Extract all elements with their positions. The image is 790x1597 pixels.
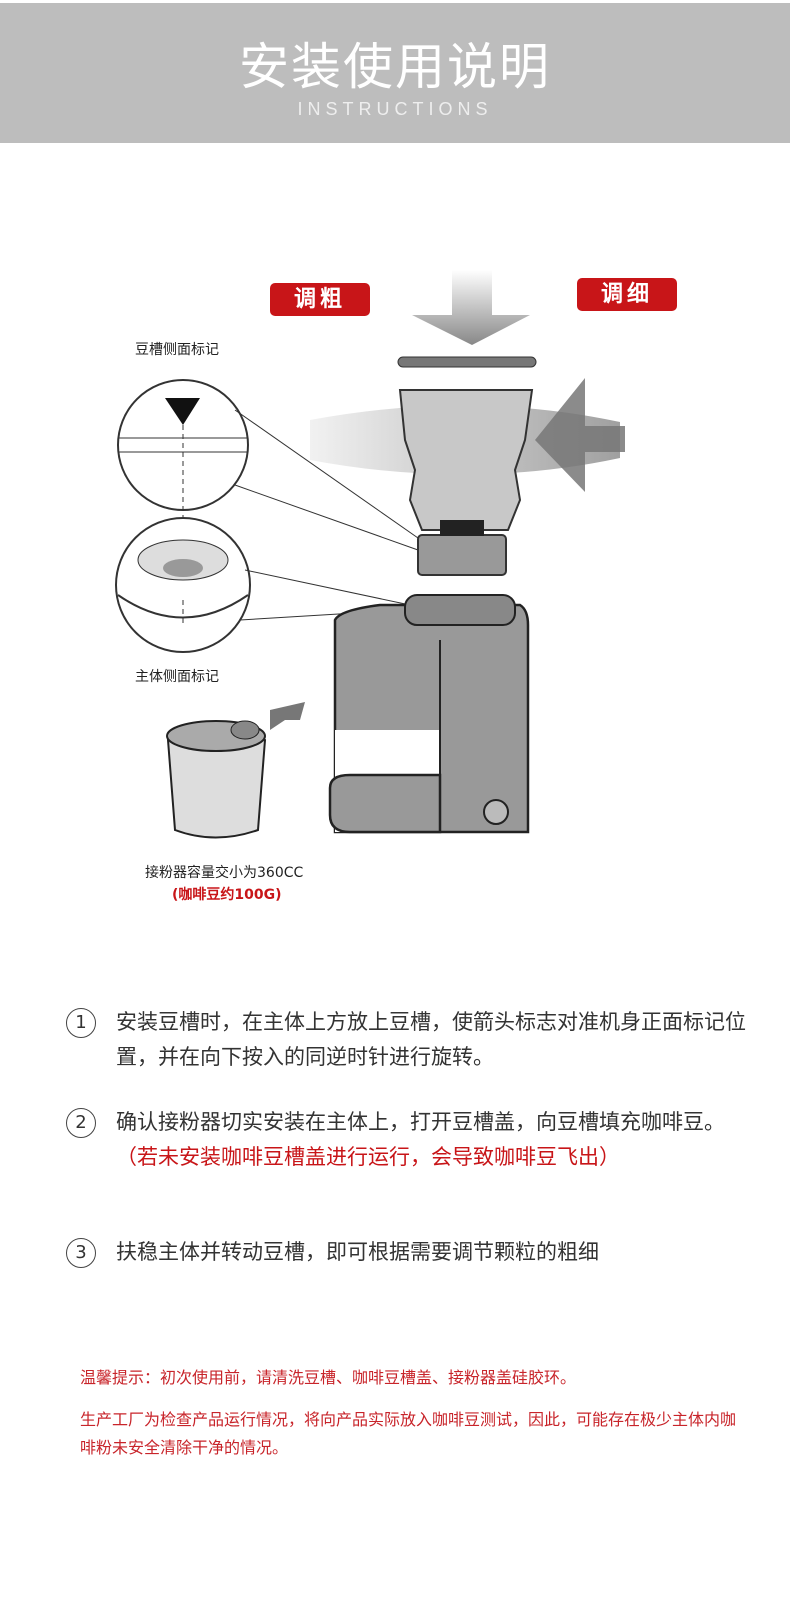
page-subtitle: INSTRUCTIONS <box>297 99 493 119</box>
coarse-adjust-badge: 调粗 <box>270 283 370 316</box>
step-number: 3 <box>66 1238 96 1268</box>
tip-cleaning: 温馨提示：初次使用前，请清洗豆槽、咖啡豆槽盖、接粉器盖硅胶环。 <box>80 1368 577 1387</box>
tip-factory-test: 生产工厂为检查产品运行情况，将向产品实际放入咖啡豆测试，因此，可能存在极少主体内… <box>80 1410 737 1457</box>
step-1: 1 安装豆槽时，在主体上方放上豆槽，使箭头标志对准机身正面标记位置，并在向下按入… <box>66 1005 756 1075</box>
triangle-mark-icon <box>165 398 200 425</box>
hopper-mark-label: 豆槽侧面标记 <box>135 342 219 358</box>
step-2: 2 确认接粉器切实安装在主体上，打开豆槽盖，向豆槽填充咖啡豆。 （若未安装咖啡豆槽… <box>66 1105 756 1175</box>
insert-arrow-icon <box>270 702 305 730</box>
step-text: 扶稳主体并转动豆槽，即可根据需要调节颗粒的粗细 <box>116 1240 599 1264</box>
body-mark-label: 主体侧面标记 <box>135 669 219 685</box>
body-mark-detail <box>115 517 251 653</box>
step-number: 1 <box>66 1008 96 1038</box>
hopper-lid <box>397 356 537 368</box>
grinder-assembly-illustration <box>115 270 625 839</box>
header-banner: 安装使用说明 INSTRUCTIONS <box>0 3 790 143</box>
down-arrow-icon <box>412 270 530 345</box>
page-title: 安装使用说明 <box>239 38 551 96</box>
step-warning: （若未安装咖啡豆槽盖进行运行，会导致咖啡豆飞出） <box>116 1145 620 1169</box>
power-button-icon <box>483 799 509 825</box>
step-number: 2 <box>66 1108 96 1138</box>
hopper <box>398 389 534 531</box>
container-beans-label: (咖啡豆约100G) <box>172 887 282 903</box>
container-capacity-label: 接粉器容量交小为360CC <box>145 865 304 881</box>
fine-adjust-badge: 调细 <box>577 278 677 311</box>
step-3: 3 扶稳主体并转动豆槽，即可根据需要调节颗粒的粗细 <box>66 1235 756 1270</box>
rotate-arrow-icon <box>535 378 625 492</box>
step-text: 安装豆槽时，在主体上方放上豆槽，使箭头标志对准机身正面标记位置，并在向下按入的同… <box>116 1010 746 1069</box>
step-text: 确认接粉器切实安装在主体上，打开豆槽盖，向豆槽填充咖啡豆。 <box>116 1110 725 1134</box>
